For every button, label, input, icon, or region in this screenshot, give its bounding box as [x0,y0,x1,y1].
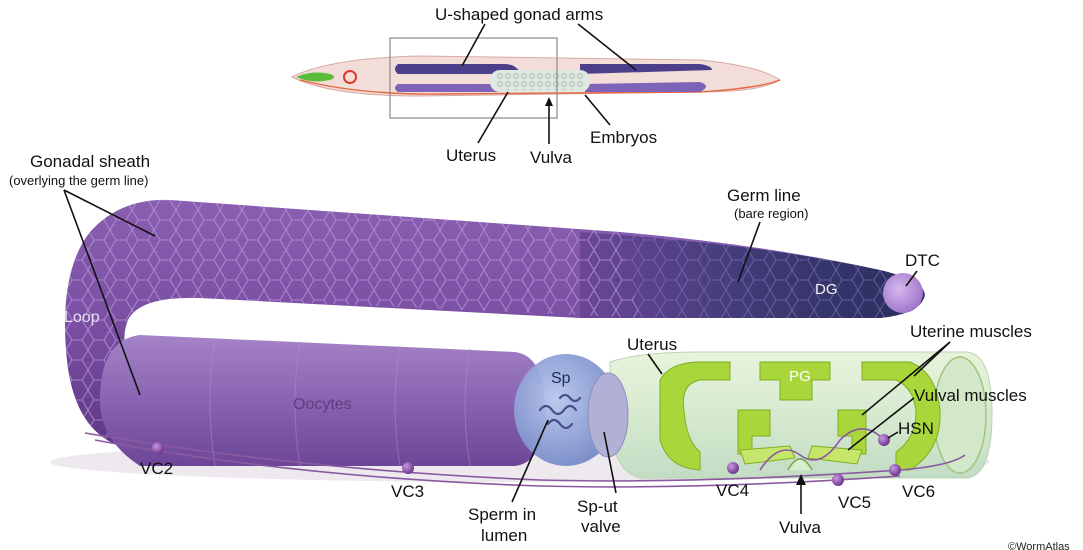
vulva-label: Vulva [779,518,821,537]
sperm-in-lumen [538,393,582,430]
inset-worm: U-shaped gonad arms Uterus Vulva Embryos [290,5,781,167]
vc2-label: VC2 [140,459,173,478]
uterus-end-cap [933,356,987,474]
vc3-neuron [402,462,414,474]
vc6-neuron [889,464,901,476]
inset-embryos-label: Embryos [590,128,657,147]
sheath-leader-2 [63,189,141,396]
sheath-cell-pattern [65,199,640,450]
sheath-leader-1 [63,189,156,237]
posterior-gonad-lower [585,82,706,92]
posterior-gonad-arm [580,64,712,74]
inset-zoom-box [389,37,558,119]
uterus-body [609,351,993,479]
anterior-gonad-lower [395,84,500,92]
inset-embryos-leader [584,94,611,126]
vc4-neuron [727,462,739,474]
worm-ventral-line [299,79,781,95]
uterine-muscles-leader-2 [861,341,951,416]
germ-line-label: Germ line [727,186,801,205]
gonad-arms-leader-2 [577,23,637,71]
pharynx-bulb [343,70,357,84]
sp-label: Sp [551,370,571,387]
vc6-label: VC6 [902,482,935,501]
pg-label: PG [789,368,811,385]
pharynx [296,72,334,82]
uterus-label: Uterus [627,335,677,354]
inset-vulva-arrow [545,97,553,106]
dtc-leader [905,270,918,287]
inset-vulva-label: Vulva [530,148,572,167]
vc5-label: VC5 [838,493,871,512]
sperm-leader [511,419,549,503]
germ-line-sub: (bare region) [734,206,808,221]
sput-leader [603,431,617,494]
distal-tip-cell [883,273,923,313]
hsn-label: HSN [898,419,934,438]
vulval-muscles-leader [847,397,915,451]
gonadal-sheath-label: Gonadal sheath [30,152,150,171]
oocyte-dividers [209,337,471,467]
inset-uterus-label: Uterus [446,146,496,165]
dtc-label: DTC [905,251,940,270]
germ-line-leader [737,221,761,283]
sput-label-line2: valve [581,517,621,536]
uterine-muscles-label: Uterine muscles [910,322,1032,341]
inset-gonad-arms-label: U-shaped gonad arms [435,5,603,24]
uterus-leader [647,353,663,375]
anterior-gonad-arm [395,64,520,74]
oocytes-label: Oocytes [293,396,352,413]
germline-cell-pattern [620,232,925,318]
sperm-label-line2: lumen [481,526,527,545]
credit-text: ©WormAtlas [1008,541,1070,550]
hsn-leader [887,431,899,439]
ventral-nerve-cord [84,428,966,488]
dg-label: DG [815,281,838,298]
vulva-opening [787,458,813,471]
sput-label-line1: Sp-ut [577,497,618,516]
hsn-neuron [878,434,890,446]
inset-uterus-leader [477,91,509,144]
sp-ut-valve [587,372,629,458]
main-gonad: Loop Oocytes Sp DG PG Gonadal sheath (ov… [9,152,1070,550]
gonadal-sheath-sub: (overlying the germ line) [9,173,148,188]
vc5-neuron [832,474,844,486]
sperm-label-line1: Sperm in [468,505,536,524]
gonad-arms-leader-1 [461,23,486,67]
vc2-neuron [152,442,164,454]
vc3-label: VC3 [391,482,424,501]
vc4-label: VC4 [716,481,749,500]
inset-embryos [495,72,585,90]
loop-label: Loop [64,309,100,326]
vulval-muscles-label: Vulval muscles [914,386,1027,405]
vulva-arrow [796,474,806,485]
